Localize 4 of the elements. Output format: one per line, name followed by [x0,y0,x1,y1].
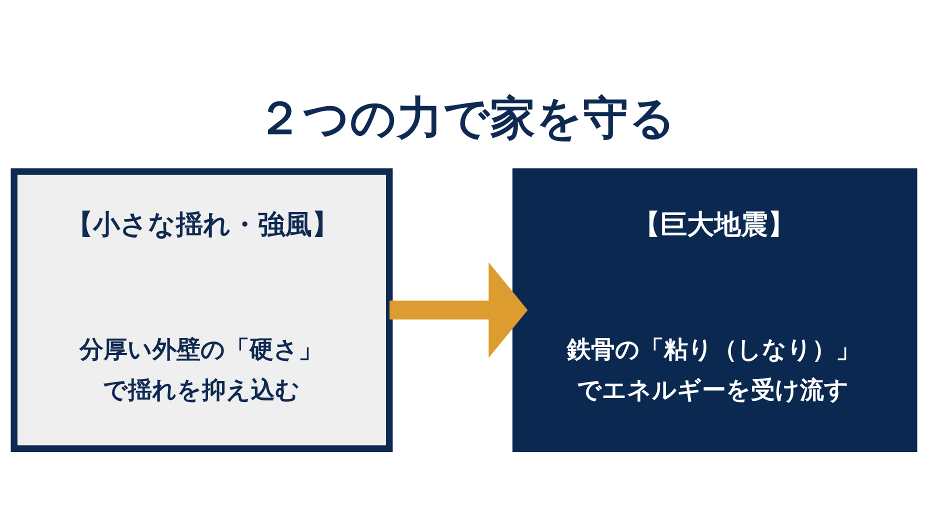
diagram-title: ２つの力で家を守る [256,92,676,144]
node-box: 【巨大地震】 鉄骨の「粘り（しなり）」でエネルギーを受け流す [512,168,918,452]
arrow [390,262,528,358]
node-box: 【小さな揺れ・強風】 分厚い外壁の「硬さ」で揺れを抑え込む [10,168,393,452]
